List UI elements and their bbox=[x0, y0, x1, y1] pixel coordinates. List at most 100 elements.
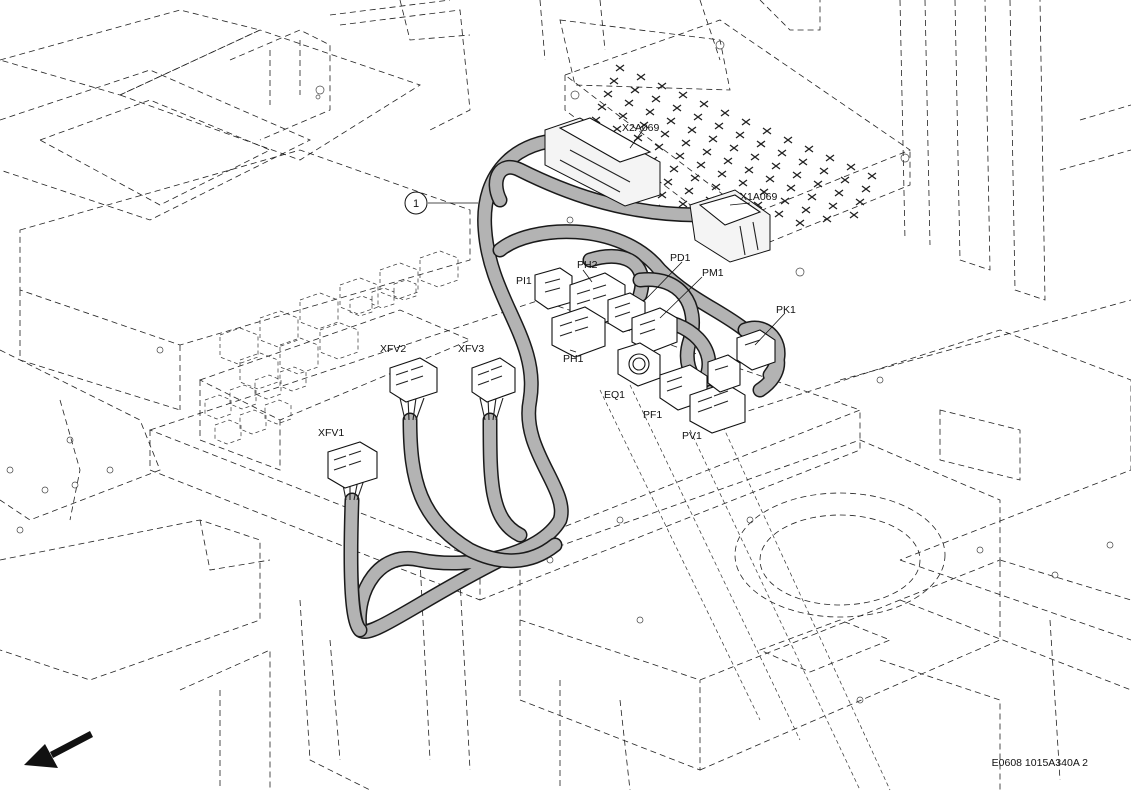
control-unit-pin bbox=[867, 172, 877, 180]
control-unit-pin bbox=[711, 183, 721, 191]
control-unit-pin bbox=[798, 158, 808, 166]
control-unit-pin bbox=[675, 152, 685, 160]
connector-eq1 bbox=[617, 342, 661, 387]
label-pv1: PV1 bbox=[682, 430, 702, 442]
mounting-holes bbox=[6, 40, 1114, 704]
control-unit-pin bbox=[861, 185, 871, 193]
control-unit-pin bbox=[678, 200, 688, 208]
control-unit-pin bbox=[657, 82, 667, 90]
control-unit-pin bbox=[834, 189, 844, 197]
arrow-icon bbox=[24, 731, 93, 768]
connector-pi1 bbox=[534, 267, 573, 310]
label-xfv2: XFV2 bbox=[380, 343, 406, 355]
control-unit-pin bbox=[813, 180, 823, 188]
control-unit-pin bbox=[612, 125, 622, 133]
control-unit-pin bbox=[756, 140, 766, 148]
control-unit-pin bbox=[741, 118, 751, 126]
control-unit-pin bbox=[714, 122, 724, 130]
control-unit-pin bbox=[639, 121, 649, 129]
label-pk1: PK1 bbox=[776, 304, 796, 316]
label-ph1: PH1 bbox=[563, 353, 584, 365]
connector-xfv2 bbox=[389, 357, 438, 403]
control-unit-pin bbox=[654, 143, 664, 151]
control-unit-pin bbox=[819, 167, 829, 175]
control-unit-pin bbox=[645, 108, 655, 116]
control-unit-pin bbox=[795, 219, 805, 227]
control-unit-pin bbox=[603, 90, 613, 98]
control-unit-pin bbox=[846, 163, 856, 171]
control-unit-pin bbox=[765, 175, 775, 183]
control-unit-pin bbox=[684, 187, 694, 195]
callout-number: 1 bbox=[413, 198, 419, 210]
control-unit-pin bbox=[630, 86, 640, 94]
leader-lines bbox=[428, 126, 786, 353]
control-unit-pin bbox=[681, 139, 691, 147]
control-unit-pin bbox=[738, 179, 748, 187]
control-unit-pin bbox=[720, 109, 730, 117]
harness-wires bbox=[341, 397, 504, 501]
control-unit-pin bbox=[780, 197, 790, 205]
control-unit-pin bbox=[762, 127, 772, 135]
control-unit-pin bbox=[636, 73, 646, 81]
relay-fuse-block bbox=[204, 250, 459, 445]
label-x1a069: X1A069 bbox=[740, 191, 778, 203]
connector-x2a069 bbox=[544, 117, 661, 207]
connector-pm1 bbox=[631, 307, 678, 353]
control-unit-pin bbox=[759, 188, 769, 196]
control-unit-pin bbox=[690, 174, 700, 182]
control-unit-pin bbox=[717, 170, 727, 178]
control-unit-pin bbox=[609, 77, 619, 85]
control-unit-pin bbox=[669, 165, 679, 173]
control-unit-pin bbox=[750, 153, 760, 161]
label-pd1: PD1 bbox=[670, 252, 691, 264]
callout-circle bbox=[404, 191, 428, 215]
label-pi1: PI1 bbox=[516, 275, 532, 287]
control-unit-pin bbox=[687, 126, 697, 134]
control-unit-pin bbox=[783, 136, 793, 144]
control-unit-pin bbox=[804, 145, 814, 153]
control-unit-pin bbox=[666, 117, 676, 125]
control-unit-pin bbox=[618, 112, 628, 120]
control-unit-pin bbox=[660, 130, 670, 138]
control-unit-pin bbox=[792, 171, 802, 179]
control-unit-pin bbox=[771, 162, 781, 170]
connector-x1a069 bbox=[689, 189, 771, 263]
control-unit-pin bbox=[735, 131, 745, 139]
label-pm1: PM1 bbox=[702, 267, 724, 279]
control-unit-pin bbox=[663, 178, 673, 186]
connector-pk1 bbox=[707, 329, 776, 393]
control-unit-pin bbox=[822, 215, 832, 223]
label-eq1: EQ1 bbox=[604, 389, 625, 401]
control-unit-pin bbox=[708, 135, 718, 143]
label-ph2: PH2 bbox=[577, 259, 598, 271]
control-unit-pin bbox=[786, 184, 796, 192]
label-x2a069: X2A069 bbox=[622, 122, 660, 134]
control-unit-pin bbox=[699, 100, 709, 108]
drawing-reference-code: E0608 1015A340A 2 bbox=[992, 757, 1089, 769]
control-unit-pin bbox=[678, 91, 688, 99]
control-unit-pin bbox=[702, 148, 712, 156]
control-unit-pin bbox=[840, 176, 850, 184]
control-unit-pin bbox=[597, 103, 607, 111]
control-unit-pin bbox=[801, 206, 811, 214]
control-unit-pin bbox=[855, 198, 865, 206]
control-unit-pin bbox=[807, 193, 817, 201]
control-unit-pin bbox=[825, 154, 835, 162]
control-unit-pin bbox=[828, 202, 838, 210]
control-unit-pin bbox=[615, 64, 625, 72]
control-unit-pin bbox=[723, 157, 733, 165]
connector-xfv1 bbox=[327, 441, 378, 489]
control-unit-pin bbox=[696, 161, 706, 169]
label-xfv1: XFV1 bbox=[318, 427, 344, 439]
connector-ph1 bbox=[551, 306, 606, 358]
control-unit-pin bbox=[744, 166, 754, 174]
control-unit-pin bbox=[777, 149, 787, 157]
control-unit-pin bbox=[729, 144, 739, 152]
control-unit-pin bbox=[693, 113, 703, 121]
control-unit-pin bbox=[624, 99, 634, 107]
label-pf1: PF1 bbox=[643, 409, 662, 421]
label-xfv3: XFV3 bbox=[458, 343, 484, 355]
control-unit-pin bbox=[774, 210, 784, 218]
